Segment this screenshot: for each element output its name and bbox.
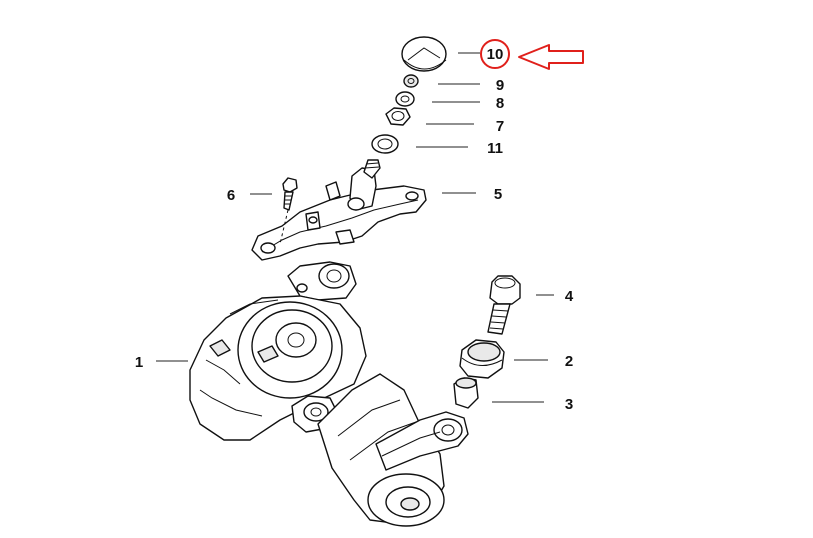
callout-label-6[interactable]: 6 bbox=[227, 187, 235, 204]
callout-label-1[interactable]: 1 bbox=[135, 354, 143, 371]
callout-label-11[interactable]: 11 bbox=[487, 140, 503, 157]
callout-label-2[interactable]: 2 bbox=[565, 353, 573, 370]
highlight-arrow bbox=[518, 44, 584, 70]
callout-label-7[interactable]: 7 bbox=[496, 118, 504, 135]
callout-label-8[interactable]: 8 bbox=[496, 95, 504, 112]
bushing-part-2 bbox=[459, 339, 505, 379]
callout-label-10[interactable]: 10 bbox=[487, 46, 504, 63]
cap-part-10 bbox=[401, 36, 447, 72]
callout-label-9[interactable]: 9 bbox=[496, 77, 504, 94]
hex-nut-part-7 bbox=[385, 107, 411, 126]
screw-part-6 bbox=[279, 177, 298, 245]
seal-ring-part-11 bbox=[371, 134, 399, 154]
callout-label-4[interactable]: 4 bbox=[565, 288, 574, 305]
highlight-annotation bbox=[480, 39, 584, 70]
washer-part-8 bbox=[395, 91, 415, 107]
callout-labels: 10 9 8 7 11 5 6 4 2 3 1 bbox=[135, 46, 574, 413]
bracket-part-5 bbox=[251, 159, 427, 261]
wiper-motor-part-1 bbox=[189, 261, 469, 527]
nut-part-9 bbox=[403, 74, 419, 88]
bolt-part-4 bbox=[487, 275, 521, 335]
sleeve-part-3 bbox=[453, 377, 479, 409]
callout-label-5[interactable]: 5 bbox=[494, 186, 502, 203]
leader-lines bbox=[156, 52, 554, 403]
callout-label-3[interactable]: 3 bbox=[565, 396, 573, 413]
highlight-circle bbox=[480, 39, 510, 69]
